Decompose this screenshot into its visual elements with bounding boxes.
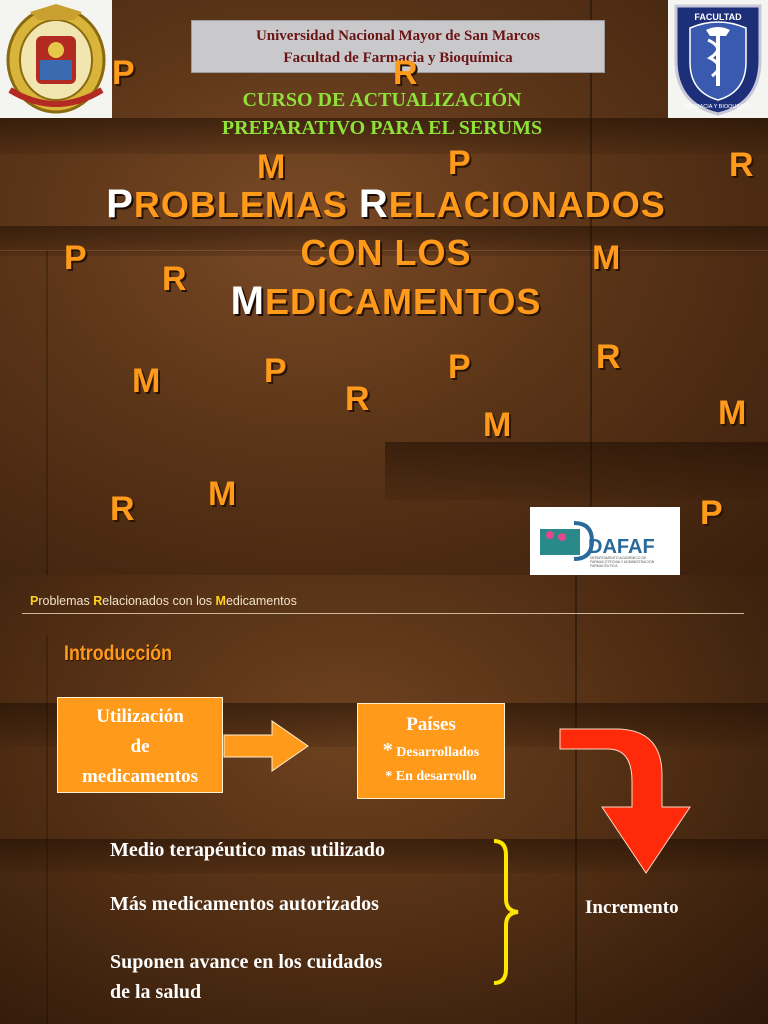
box-line: medicamentos [81, 766, 199, 787]
decor-letter: M [257, 148, 286, 186]
statement-item: de la salud [110, 981, 202, 1003]
background-band [385, 442, 768, 500]
decor-letter: P [448, 348, 471, 386]
statement-item: Más medicamentos autorizados [110, 893, 379, 915]
faculty-logo-ring-text: FARMACIA Y BIOQUIMICA [684, 104, 752, 110]
decor-letter: M [718, 394, 747, 432]
header-word: roblemas [38, 594, 94, 608]
title-slide: Universidad Nacional Mayor de San Marcos… [0, 0, 768, 575]
right-arrow-icon [223, 720, 309, 772]
course-title: CURSO DE ACTUALIZACIÓN PREPARATIVO PARA … [112, 86, 652, 142]
countries-box: Países * Desarrollados * En desarrollo [357, 703, 505, 799]
title-initial-r: R [358, 182, 389, 226]
faculty-logo-text: FACULTAD [694, 12, 742, 22]
decor-letter: M [208, 475, 237, 513]
slide-header: Problemas Relacionados con los Medicamen… [30, 594, 297, 608]
statement-item: Suponen avance en los cuidados [110, 951, 383, 973]
title-initial-m: M [230, 279, 265, 323]
dafaf-subtitle-1: DEPARTAMENTO ACADÉMICO DE [590, 555, 647, 560]
result-label: Incremento [585, 897, 679, 918]
dafaf-logo: DAFAF DEPARTAMENTO ACADÉMICO DE FARMACOT… [530, 507, 680, 575]
decor-letter: P [700, 494, 723, 532]
background-line [590, 0, 592, 575]
introduction-slide: Problemas Relacionados con los Medicamen… [0, 575, 768, 1024]
course-line-1: CURSO DE ACTUALIZACIÓN [242, 89, 522, 111]
decor-letter: R [110, 490, 135, 528]
decor-letter: P [112, 54, 135, 92]
countries-bullet-2: * En desarrollo [385, 769, 477, 784]
background-line [0, 250, 768, 251]
decor-letter: P [448, 144, 471, 182]
decor-letter: P [264, 352, 287, 390]
title-initial-p: P [106, 182, 134, 226]
section-title: Introducción [64, 642, 173, 665]
decor-letter: R [393, 54, 418, 92]
decor-letter: M [483, 406, 512, 444]
institution-header: Universidad Nacional Mayor de San Marcos… [191, 20, 605, 73]
curly-brace-icon [493, 839, 519, 985]
title-word-medicamentos: EDICAMENTOS [264, 281, 542, 322]
dafaf-subtitle-2: FARMACOTECNIA Y ADMINISTRACIÓN [590, 559, 655, 564]
background-band [0, 226, 768, 256]
decor-letter: R [162, 260, 187, 298]
header-divider [22, 613, 744, 614]
title-word-problemas: ROBLEMAS [133, 184, 348, 225]
header-word: elacionados con los [102, 594, 216, 608]
university-seal-logo [0, 0, 112, 118]
bullet-mark: * [382, 739, 393, 761]
statement-item: Medio terapéutico mas utilizado [110, 839, 385, 861]
title-line-1: PROBLEMAS RELACIONADOS [30, 180, 742, 229]
background-line [46, 250, 48, 575]
faculty-name: Facultad de Farmacia y Bioquímica [283, 50, 513, 66]
decor-letter: M [132, 362, 161, 400]
curved-down-arrow-icon [559, 728, 691, 874]
background-band [0, 118, 768, 154]
title-line-2: CON LOS [300, 232, 472, 273]
decor-letter: P [64, 239, 87, 277]
slide-title: PROBLEMAS RELACIONADOS CON LOS MEDICAMEN… [30, 180, 742, 326]
header-initial-m: M [215, 594, 226, 608]
header-initial-p: P [30, 594, 39, 608]
decor-letter: R [596, 338, 621, 376]
box-line: de [130, 736, 150, 757]
title-word-relacionados: ELACIONADOS [388, 184, 666, 225]
course-line-2: PREPARATIVO PARA EL SERUMS [221, 117, 543, 139]
decor-letter: R [345, 380, 370, 418]
background-line [46, 635, 48, 1024]
background-line [575, 575, 577, 1024]
dafaf-logo-text: DAFAF [588, 536, 655, 558]
bullet-text: Desarrollados [396, 745, 480, 760]
decor-letter: R [729, 146, 754, 184]
decor-letter: M [592, 239, 621, 277]
medication-use-box: Utilización de medicamentos [57, 697, 223, 793]
countries-bullet-1: * Desarrollados [358, 738, 504, 765]
box-line: Utilización [96, 706, 184, 727]
university-name: Universidad Nacional Mayor de San Marcos [255, 28, 541, 44]
title-line-3: MEDICAMENTOS [30, 277, 742, 326]
header-word: edicamentos [225, 594, 297, 608]
dafaf-subtitle-3: FARMACÉUTICA [590, 563, 618, 568]
countries-title: Países [406, 714, 456, 735]
header-initial-r: R [93, 594, 103, 608]
faculty-shield-logo: FACULTAD FARMACIA Y BIOQUIMICA [668, 0, 768, 118]
